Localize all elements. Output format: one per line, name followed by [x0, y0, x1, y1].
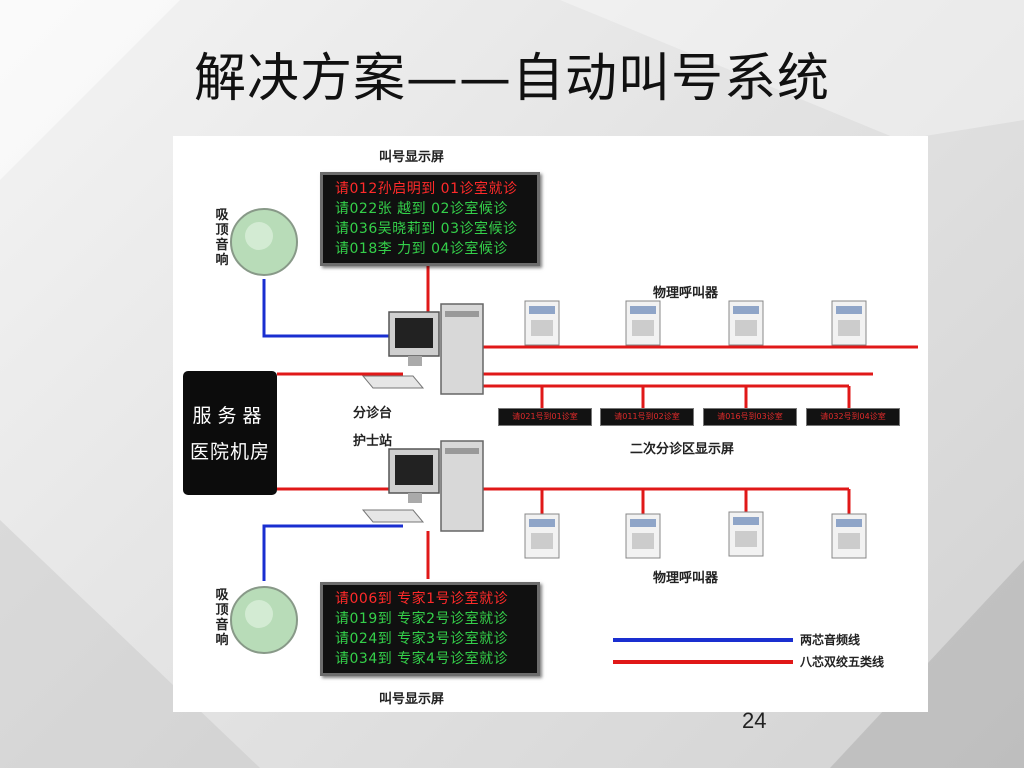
legend-network-label: 八芯双绞五类线 — [800, 655, 885, 669]
bottom-display-label: 叫号显示屏 — [379, 692, 445, 707]
triage-desk-label: 分诊台 — [353, 406, 393, 421]
caller-device-icon — [728, 511, 764, 557]
display-row: 请036吴晓莉到 03诊室候诊 — [335, 221, 518, 237]
page-number: 24 — [742, 708, 767, 733]
display-row: 请018李 力到 04诊室候诊 — [335, 241, 508, 257]
mini-display: 请011号到02诊室 — [600, 408, 694, 426]
server-room-label: 医院机房 — [189, 441, 270, 463]
secondary-display-label: 二次分诊区显示屏 — [630, 442, 735, 457]
legend-red-line — [613, 660, 793, 664]
system-diagram: 叫号显示屏 请012孙启明到 01诊室就诊 请022张 越到 02诊室候诊 请0… — [173, 136, 928, 712]
speaker-bottom-label: 吸顶音响 — [215, 588, 229, 648]
caller-device-icon — [625, 300, 661, 346]
speaker-top-icon — [230, 208, 298, 276]
display-row: 请019到 专家2号诊室就诊 — [335, 611, 509, 627]
caller-device-icon — [728, 300, 764, 346]
caller-label-bottom: 物理呼叫器 — [653, 571, 719, 586]
slide-title: 解决方案——自动叫号系统 — [193, 49, 830, 109]
caller-device-icon — [625, 513, 661, 559]
nurse-station-label: 护士站 — [353, 434, 393, 449]
display-row: 请022张 越到 02诊室候诊 — [335, 201, 508, 217]
caller-device-icon — [524, 513, 560, 559]
nurse-computer-icon — [361, 440, 484, 532]
display-row: 请012孙启明到 01诊室就诊 — [335, 181, 518, 197]
mini-display: 请032号到04诊室 — [806, 408, 900, 426]
legend-audio-label: 两芯音频线 — [800, 633, 861, 647]
caller-device-icon — [831, 300, 867, 346]
server-box: 服务器 医院机房 — [183, 371, 277, 495]
wiring — [230, 208, 918, 654]
audio-line-bottom — [262, 524, 403, 581]
top-display-label: 叫号显示屏 — [379, 150, 445, 165]
speaker-bottom-icon — [230, 586, 298, 654]
display-row: 请034到 专家4号诊室就诊 — [335, 651, 509, 667]
triage-computer-icon — [361, 303, 484, 395]
audio-line-top — [262, 279, 403, 338]
caller-label-top: 物理呼叫器 — [653, 286, 719, 301]
caller-device-icon — [831, 513, 867, 559]
top-call-display: 请012孙启明到 01诊室就诊 请022张 越到 02诊室候诊 请036吴晓莉到… — [320, 172, 540, 266]
bottom-call-display: 请006到 专家1号诊室就诊 请019到 专家2号诊室就诊 请024到 专家3号… — [320, 582, 540, 676]
legend-blue-line — [613, 638, 793, 642]
mini-display: 请021号到01诊室 — [498, 408, 592, 426]
display-row: 请024到 专家3号诊室就诊 — [335, 631, 509, 647]
server-label: 服务器 — [192, 405, 268, 427]
display-row: 请006到 专家1号诊室就诊 — [335, 591, 509, 607]
speaker-top-label: 吸顶音响 — [215, 208, 229, 268]
caller-device-icon — [524, 300, 560, 346]
mini-display: 请016号到03诊室 — [703, 408, 797, 426]
